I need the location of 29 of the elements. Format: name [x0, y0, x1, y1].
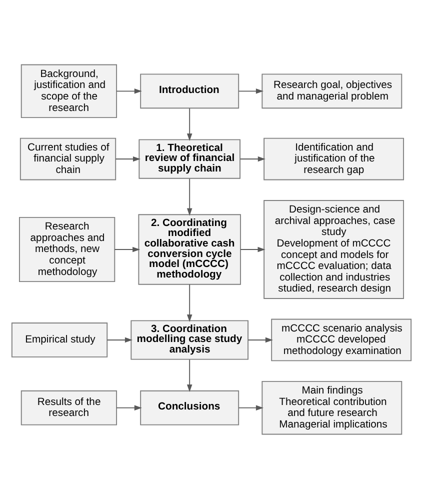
arrow [240, 156, 266, 162]
node-box: 2. Coordinating modified collaborative cash conversion cycle model (mCCCC) methodology [138, 214, 241, 284]
arrow [238, 88, 264, 94]
arrow [240, 246, 266, 252]
arrow [186, 358, 192, 392]
node-box: Background, justification and scope of the research [20, 64, 118, 118]
node-box: 3. Coordination modelling case study analysis [130, 320, 248, 360]
arrow [186, 283, 192, 322]
node-box: Current studies of financial supply chain [20, 137, 116, 180]
node-box: Results of the research [20, 390, 118, 425]
node-box: Conclusions [140, 390, 240, 425]
node-box: Empirical study [11, 322, 108, 357]
node-box: Research approaches and methods, new concept methodology [19, 216, 116, 282]
arrow [186, 107, 192, 141]
node-box: Identification and justification of the research gap [264, 137, 404, 180]
node-box: Research goal, objectives and managerial problem [262, 73, 402, 108]
node-box: Introduction [140, 73, 240, 108]
arrow [116, 404, 142, 410]
arrow [116, 88, 142, 94]
node-box: Main findings Theoretical contribution and future research Managerial implications [262, 380, 402, 434]
arrow [248, 336, 273, 342]
arrow [114, 246, 140, 252]
node-box: Design-science and archival approaches, case study Development of mCCCC concept and models for mCCCC evaluation; data collection and industries studied, research design [264, 200, 404, 298]
arrow [106, 336, 132, 342]
arrow [115, 156, 141, 162]
node-box: 1. Theoretical review of financial supply chain [138, 138, 240, 178]
arrow [238, 404, 264, 410]
node-box: mCCCC scenario analysis mCCCC developed methodology examination [271, 318, 412, 361]
arrow [186, 178, 192, 216]
